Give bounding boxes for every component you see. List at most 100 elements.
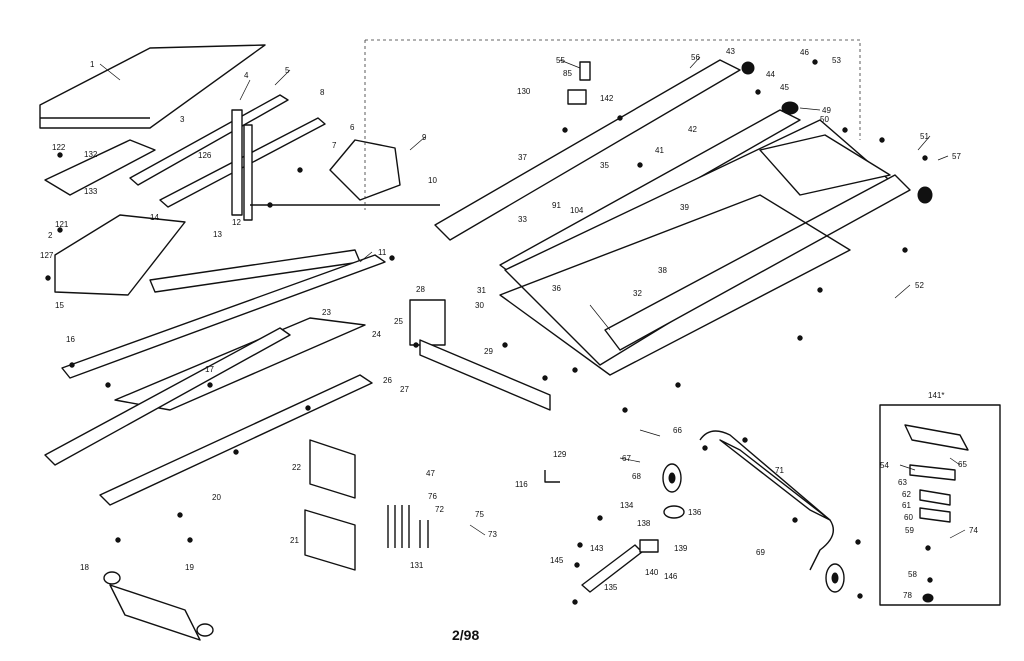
hardware-fastener [857,593,863,599]
inset-detail-box [879,404,1001,606]
callout-13: 13 [213,230,222,239]
part-small-bracket [639,539,659,553]
callout-38: 38 [658,266,667,275]
callout-68: 68 [632,472,641,481]
hardware-fastener [69,362,75,368]
hardware-fastener [45,275,51,281]
callout-139: 139 [674,544,688,553]
hardware-fastener [57,227,63,233]
callout-129: 129 [553,450,567,459]
hardware-fastener [233,449,239,455]
callout-134: 134 [620,501,634,510]
callout-62: 62 [902,490,911,499]
callout-55: 55 [556,56,565,65]
part-base-frame-left-leg [44,327,291,466]
hardware-fastener [927,577,933,583]
leader-line [937,155,949,161]
part-wheel-rear [825,563,845,593]
callout-6: 6 [350,123,355,132]
part-drive-pulley [741,61,799,115]
hardware-fastener [597,515,603,521]
callout-126: 126 [198,151,212,160]
part-console-bracket [329,139,401,201]
leader-line [894,284,911,299]
callout-75: 75 [475,510,484,519]
hardware-fastener [207,382,213,388]
leader-line [619,457,641,463]
callout-3: 3 [180,115,185,124]
part-front-end-block [409,299,551,411]
callout-47: 47 [426,469,435,478]
hardware-fastener [925,545,931,551]
hardware-fastener [675,382,681,388]
part-base-frame-bottom [99,374,373,506]
hardware-fastener [177,512,183,518]
hardware-fastener [572,367,578,373]
hardware-fastener [617,115,623,121]
callout-32: 32 [633,289,642,298]
part-wheel-front [662,463,682,493]
callout-73: 73 [488,530,497,539]
callout-127: 127 [40,251,54,260]
callout-10: 10 [428,176,437,185]
leader-line [917,135,931,151]
callout-63: 63 [898,478,907,487]
callout-1: 1 [90,60,95,69]
hardware-fastener [542,375,548,381]
callout-46: 46 [800,48,809,57]
callout-60: 60 [904,513,913,522]
callout-61: 61 [902,501,911,510]
hardware-fastener [389,255,395,261]
part-motor-hood-cover [39,44,266,129]
callout-12: 12 [232,218,241,227]
leader-line [99,63,121,81]
callout-67: 67 [622,454,631,463]
callout-104: 104 [570,206,584,215]
callout-69: 69 [756,548,765,557]
leader-line [639,429,661,437]
callout-91: 91 [552,201,561,210]
hardware-fastener [562,127,568,133]
hardware-fastener [297,167,303,173]
leader-line [469,524,486,536]
hardware-fastener [305,405,311,411]
callout-25: 25 [394,317,403,326]
hardware-fastener [502,342,508,348]
callout-71: 71 [775,466,784,475]
part-belt-side-rail [604,174,911,351]
leader-line [359,251,373,263]
hardware-fastener [637,162,643,168]
callout-54: 54 [880,461,889,470]
callout-33: 33 [518,215,527,224]
callout-45: 45 [780,83,789,92]
callout-7: 7 [332,141,337,150]
callout-9: 9 [422,133,427,142]
callout-39: 39 [680,203,689,212]
callout-72: 72 [435,505,444,514]
callout-66: 66 [673,426,682,435]
part-rear-cover [759,134,891,196]
part-motor-plate [434,59,741,241]
hardware-fastener [855,539,861,545]
callout-15: 15 [55,301,64,310]
callout-19: 19 [185,563,194,572]
leader-line [689,56,701,69]
part-crossbar [149,249,361,293]
leader-line [799,107,821,111]
callout-135: 135 [604,583,618,592]
hardware-bolt-set [387,505,429,548]
callout-26: 26 [383,376,392,385]
hardware-safety-key [544,470,560,483]
hardware-fastener [742,437,748,443]
callout-51: 51 [920,132,929,141]
callout-31: 31 [477,286,486,295]
hardware-fastener [622,407,628,413]
callout-56: 56 [691,53,700,62]
callout-143: 143 [590,544,604,553]
page-code: 2/98 [452,627,479,643]
callout-138: 138 [637,519,651,528]
callout-2: 2 [48,231,53,240]
part-cover-plate-upper [309,439,356,499]
hardware-fastener [792,517,798,523]
hardware-fastener [842,127,848,133]
